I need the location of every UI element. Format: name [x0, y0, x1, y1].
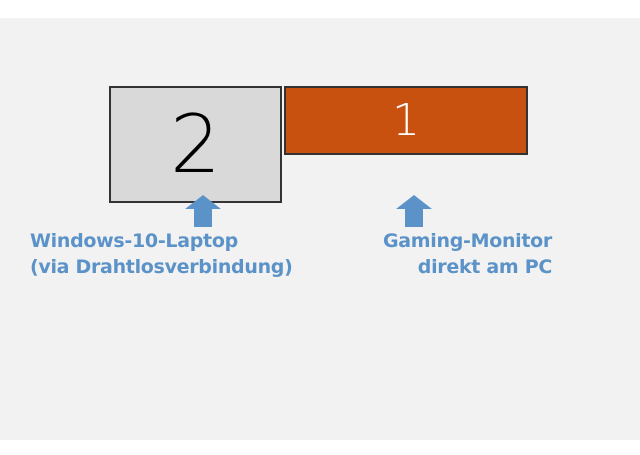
gaming-label-line1: Gaming-Monitor [382, 230, 552, 252]
monitor-1[interactable]: 1 [284, 86, 528, 155]
monitor-1-number: 1 [392, 95, 420, 146]
arrow-up-icon [396, 195, 432, 227]
monitor-2[interactable]: 2 [109, 86, 282, 203]
laptop-label-line2: (via Drahtlosverbindung) [30, 256, 293, 278]
laptop-label-line1: Windows-10-Laptop [30, 230, 238, 252]
gaming-monitor-label: Gaming-Monitor direkt am PC [383, 228, 552, 280]
gaming-label-line2: direkt am PC [417, 256, 553, 278]
arrow-up-icon [185, 195, 221, 227]
laptop-label: Windows-10-Laptop (via Drahtlosverbindun… [30, 228, 293, 280]
monitor-2-number: 2 [170, 98, 221, 191]
